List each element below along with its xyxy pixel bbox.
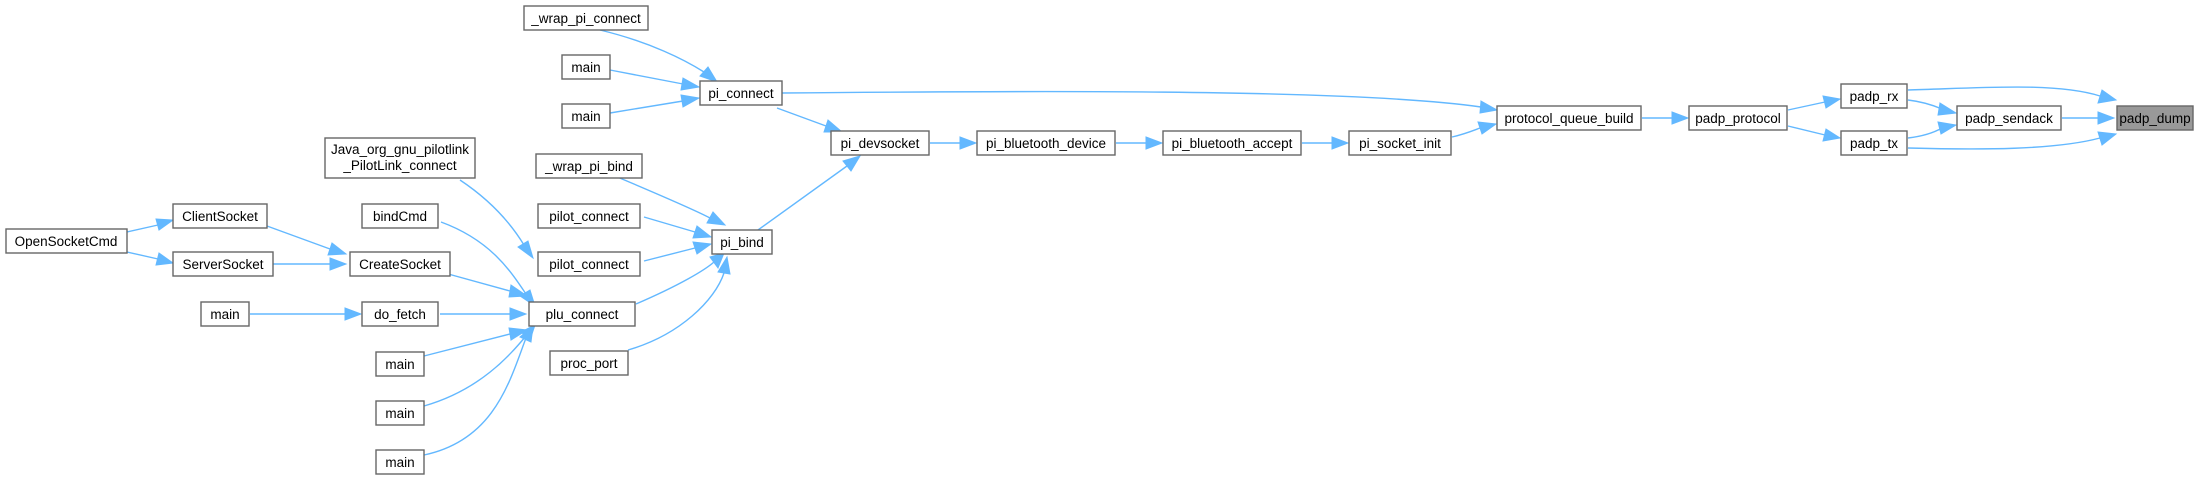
edge-pilot_connect1-pi_bind xyxy=(643,216,713,239)
svg-text:pi_devsocket: pi_devsocket xyxy=(841,136,920,151)
svg-text:main: main xyxy=(385,455,414,470)
node-padp_dump[interactable]: padp_dump xyxy=(2116,105,2194,131)
node-ClientSocket[interactable]: ClientSocket xyxy=(172,203,268,229)
edge-plu_connect-pi_bind xyxy=(635,252,725,305)
svg-text:OpenSocketCmd: OpenSocketCmd xyxy=(15,234,118,249)
node-pi_devsocket[interactable]: pi_devsocket xyxy=(830,130,930,156)
node-main-1[interactable]: main xyxy=(561,54,611,80)
node-CreateSocket[interactable]: CreateSocket xyxy=(349,251,451,277)
edge-pi_connect-protocol_queue_build xyxy=(781,90,1499,114)
svg-text:pi_connect: pi_connect xyxy=(708,86,774,101)
edge-padp_rx-padp_dump xyxy=(1907,86,2118,104)
svg-text:ServerSocket: ServerSocket xyxy=(182,257,263,272)
node-pi_bluetooth_device[interactable]: pi_bluetooth_device xyxy=(976,130,1116,156)
node-main-4[interactable]: main xyxy=(375,351,425,377)
edge-proc_port-pi_bind xyxy=(627,255,731,351)
svg-text:pi_bluetooth_device: pi_bluetooth_device xyxy=(986,136,1106,151)
node-OpenSocketCmd[interactable]: OpenSocketCmd xyxy=(5,228,128,254)
edge-OpenSocketCmd-ClientSocket xyxy=(126,218,175,233)
node-padp_sendack[interactable]: padp_sendack xyxy=(1956,105,2062,131)
node-pi_bind[interactable]: pi_bind xyxy=(711,229,773,255)
edge-padp_protocol-padp_rx xyxy=(1787,95,1842,111)
node-proc_port[interactable]: proc_port xyxy=(549,350,629,376)
svg-text:pilot_connect: pilot_connect xyxy=(549,209,629,224)
svg-text:padp_tx: padp_tx xyxy=(1850,136,1898,151)
node-pilot_connect-2[interactable]: pilot_connect xyxy=(537,251,641,277)
edge-protocol_queue_build-padp_protocol xyxy=(1642,111,1690,125)
edge-main5-plu_connect xyxy=(423,324,536,407)
node-do_fetch[interactable]: do_fetch xyxy=(361,301,439,327)
edge-main3-do_fetch xyxy=(250,307,363,321)
edge-pi_devsocket-pi_bluetooth_device xyxy=(930,136,978,150)
node-main-3[interactable]: main xyxy=(200,301,250,327)
node-pi_bluetooth_accept[interactable]: pi_bluetooth_accept xyxy=(1162,130,1302,156)
edge-OpenSocketCmd-ServerSocket xyxy=(126,251,175,266)
edge-pi_connect-pi_devsocket xyxy=(776,107,844,133)
node-padp_tx[interactable]: padp_tx xyxy=(1840,130,1908,156)
node-bindCmd[interactable]: bindCmd xyxy=(361,203,439,229)
edge-pi_bind-pi_devsocket xyxy=(757,155,862,231)
edge-pilot_connect2-pi_bind xyxy=(643,241,713,262)
svg-text:main: main xyxy=(210,307,239,322)
svg-text:plu_connect: plu_connect xyxy=(546,307,619,322)
svg-text:bindCmd: bindCmd xyxy=(373,209,427,224)
edge-main2-pi_connect xyxy=(609,94,701,114)
node-ServerSocket[interactable]: ServerSocket xyxy=(172,251,274,277)
edge-wrap_pi_connect-pi_connect xyxy=(599,29,719,83)
svg-text:padp_dump: padp_dump xyxy=(2119,111,2190,126)
svg-text:padp_sendack: padp_sendack xyxy=(1965,111,2053,126)
svg-text:padp_protocol: padp_protocol xyxy=(1695,111,1781,126)
svg-text:main: main xyxy=(385,406,414,421)
node-plu_connect[interactable]: plu_connect xyxy=(528,301,636,327)
svg-text:_wrap_pi_connect: _wrap_pi_connect xyxy=(530,11,641,26)
edge-padp_sendack-padp_dump xyxy=(2062,111,2116,125)
svg-text:padp_rx: padp_rx xyxy=(1850,89,1899,104)
svg-text:main: main xyxy=(385,357,414,372)
edge-ServerSocket-CreateSocket xyxy=(273,257,348,271)
svg-text:main: main xyxy=(571,60,600,75)
svg-text:pi_socket_init: pi_socket_init xyxy=(1359,136,1441,151)
node-main-5[interactable]: main xyxy=(375,400,425,426)
svg-text:pi_bind: pi_bind xyxy=(720,235,764,250)
node-protocol_queue_build[interactable]: protocol_queue_build xyxy=(1496,105,1642,131)
node-pi_connect[interactable]: pi_connect xyxy=(699,80,783,106)
edge-pi_bluetooth_accept-pi_socket_init xyxy=(1302,136,1350,150)
edge-padp_protocol-padp_tx xyxy=(1787,125,1842,142)
edge-do_fetch-plu_connect xyxy=(440,307,528,321)
svg-text:protocol_queue_build: protocol_queue_build xyxy=(1504,111,1633,126)
svg-text:_wrap_pi_bind: _wrap_pi_bind xyxy=(544,159,633,174)
node-wrap_pi_connect[interactable]: _wrap_pi_connect xyxy=(523,5,649,31)
edge-CreateSocket-plu_connect xyxy=(440,271,529,298)
node-padp_rx[interactable]: padp_rx xyxy=(1840,83,1908,109)
node-main-6[interactable]: main xyxy=(375,449,425,475)
node-main-2[interactable]: main xyxy=(561,103,611,129)
svg-text:pilot_connect: pilot_connect xyxy=(549,257,629,272)
svg-text:pi_bluetooth_accept: pi_bluetooth_accept xyxy=(1172,136,1293,151)
node-pi_socket_init[interactable]: pi_socket_init xyxy=(1348,130,1452,156)
edge-wrap_pi_bind-pi_bind xyxy=(614,175,727,226)
node-wrap_pi_bind[interactable]: _wrap_pi_bind xyxy=(535,153,643,179)
edge-padp_tx-padp_dump xyxy=(1907,131,2118,150)
edge-java_connect-pilot_connect2 xyxy=(459,179,534,260)
svg-text:_PilotLink_connect: _PilotLink_connect xyxy=(342,158,457,173)
edge-padp_rx-padp_sendack xyxy=(1907,99,1958,116)
node-java_pilotlink_connect[interactable]: Java_org_gnu_pilotlink _PilotLink_connec… xyxy=(324,137,476,179)
svg-text:Java_org_gnu_pilotlink: Java_org_gnu_pilotlink xyxy=(331,142,469,157)
svg-text:ClientSocket: ClientSocket xyxy=(182,209,258,224)
edge-padp_tx-padp_sendack xyxy=(1907,121,1958,139)
svg-text:proc_port: proc_port xyxy=(560,356,617,371)
node-padp_protocol[interactable]: padp_protocol xyxy=(1688,105,1788,131)
edge-pi_bluetooth_device-pi_bluetooth_accept xyxy=(1116,136,1164,150)
edge-main6-plu_connect xyxy=(423,324,534,456)
node-pilot_connect-1[interactable]: pilot_connect xyxy=(537,203,641,229)
svg-text:CreateSocket: CreateSocket xyxy=(359,257,441,272)
edge-pi_socket_init-protocol_queue_build xyxy=(1451,121,1498,138)
svg-text:main: main xyxy=(571,109,600,124)
svg-text:do_fetch: do_fetch xyxy=(374,307,426,322)
edge-main1-pi_connect xyxy=(609,69,701,91)
edge-ClientSocket-CreateSocket xyxy=(266,225,348,256)
